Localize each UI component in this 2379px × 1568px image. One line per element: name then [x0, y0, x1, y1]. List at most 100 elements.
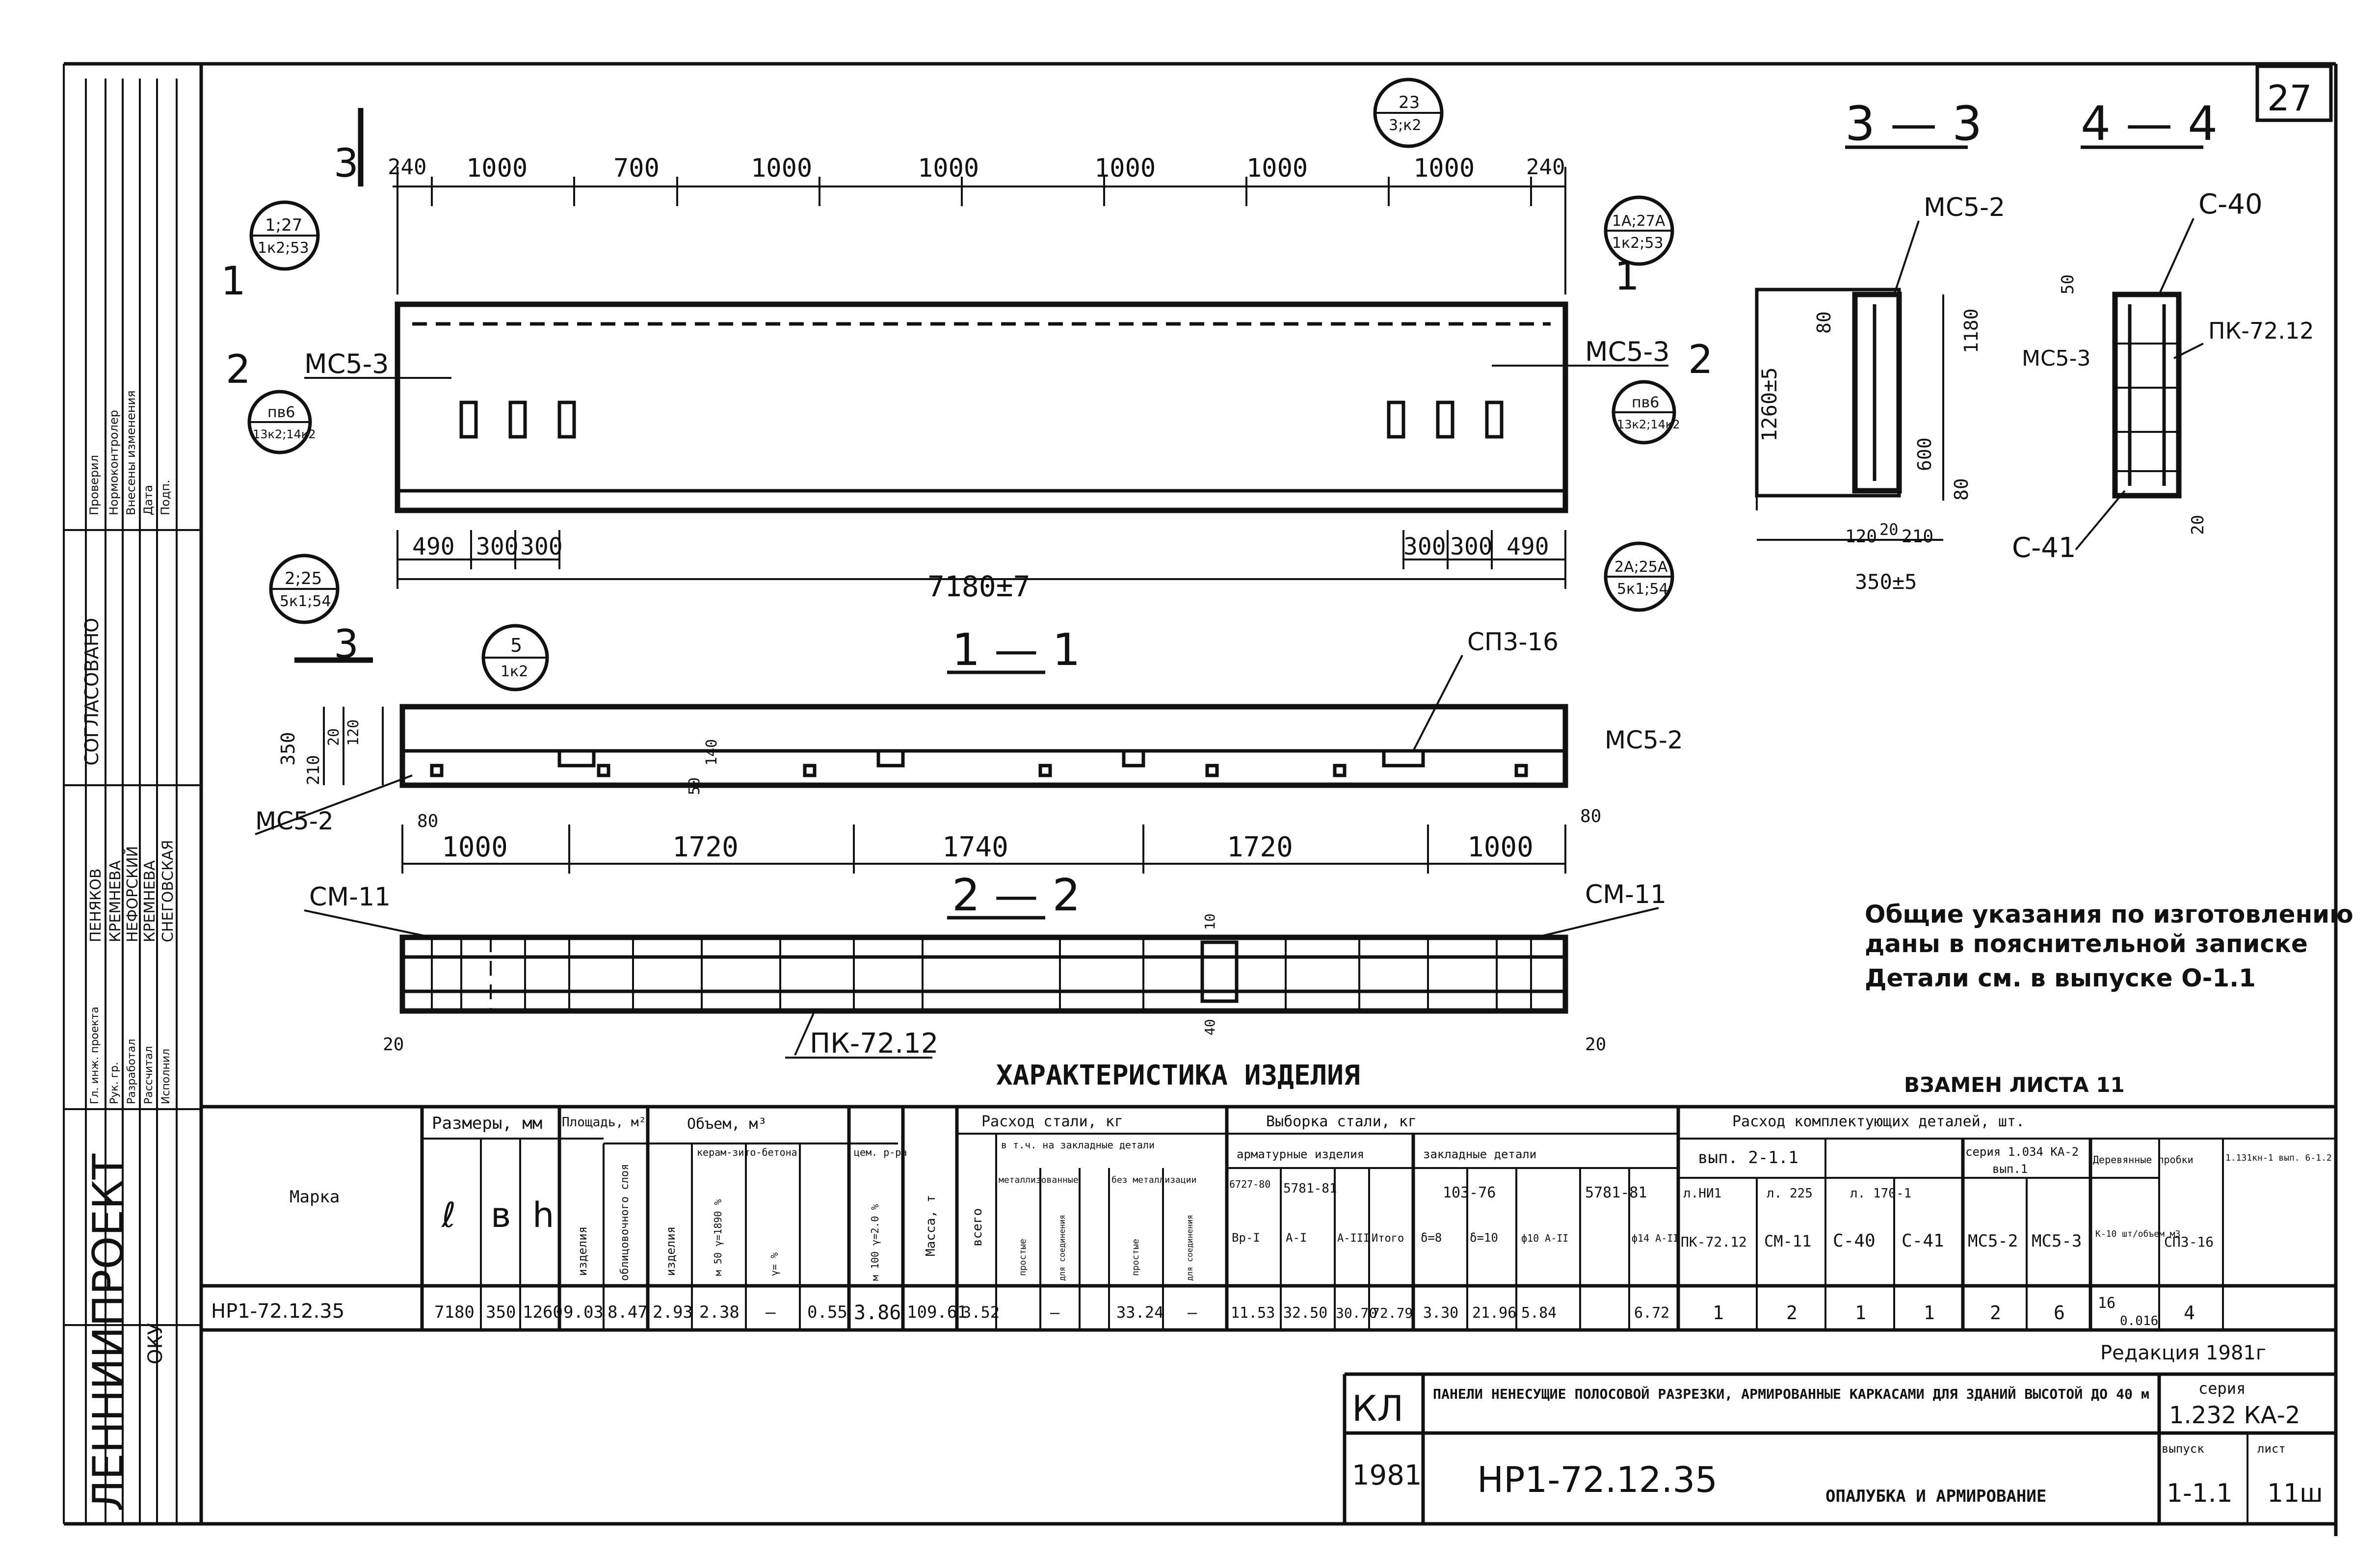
- td-c41: 1: [1924, 1302, 1935, 1324]
- stamp-lrole-0: Гл. инж. проекта: [89, 1007, 101, 1104]
- th-seria-vyp: вып.1: [1992, 1162, 2028, 1176]
- top-dim-1: 1000: [466, 154, 528, 183]
- callout-2-top: 1А;27А: [1612, 213, 1665, 230]
- s22-cm11-left: СМ-11: [309, 882, 391, 912]
- s11-h-210: 210: [304, 755, 323, 785]
- th-aII: А-I: [1286, 1231, 1307, 1245]
- tb-issue: 1-1.1: [2167, 1479, 2233, 1508]
- sheet-frame: [63, 62, 2338, 1536]
- td-h: 1260: [523, 1302, 563, 1322]
- th-g6727: 6727-80: [1229, 1178, 1270, 1190]
- td-a3: 30.70: [1336, 1305, 1377, 1321]
- section-3-3-detail: [1755, 288, 1944, 541]
- tb-sheet-label: лист: [2257, 1442, 2286, 1456]
- top-dim-0: 240: [388, 155, 426, 180]
- th-g5781a: 5781-81: [1283, 1181, 1337, 1196]
- th-s10: δ=10: [1470, 1231, 1498, 1245]
- top-dim-4: 1000: [918, 154, 979, 183]
- s11-mc52-right: МС5-2: [1605, 726, 1683, 754]
- th-steel-simple2: простые: [1131, 1239, 1141, 1276]
- th-vol-m100: м 100 γ=2.0 %: [869, 1204, 881, 1281]
- td-mass: 3.86: [854, 1302, 901, 1324]
- stamp-name-2: НЕФОРСКИЙ: [124, 846, 141, 942]
- s33-d20: 20: [1879, 520, 1899, 539]
- th-vol-m50: м 50 γ=1890 %: [712, 1199, 724, 1276]
- stamp-role-1: Нормоконтролер: [107, 410, 121, 515]
- top-dim-3: 1000: [751, 154, 812, 183]
- s33-d600: 600: [1914, 437, 1935, 471]
- s33-mc52: МС5-2: [1924, 193, 2005, 222]
- s11-dim-80-left: 80: [417, 811, 438, 831]
- stamp-role-2: Внесены изменения: [124, 390, 138, 515]
- td-vol-g: —: [766, 1302, 776, 1322]
- mark-2-right: 2: [1688, 337, 1713, 382]
- s44-d50: 50: [2058, 274, 2078, 294]
- td-a1: 32.50: [1283, 1304, 1327, 1322]
- td-vol-item: 2.93: [653, 1302, 693, 1322]
- top-dim-8: 240: [1526, 155, 1565, 180]
- stamp-lrole-3: Рассчитал: [143, 1046, 155, 1104]
- tb-kl: КЛ: [1352, 1388, 1403, 1429]
- th-sp316: СП3-16: [2164, 1234, 2214, 1250]
- s33-d1260: 1260±5: [1757, 367, 1781, 442]
- stamp-lrole-1: Рук. гр.: [108, 1062, 121, 1104]
- th-vol-item: изделия: [664, 1226, 678, 1276]
- s11-dim-50: 50: [686, 777, 703, 795]
- th-steel-incl: в т.ч. на закладные детали: [1001, 1139, 1155, 1151]
- s44-pk: ПК-72.12: [2208, 318, 2314, 344]
- overall-length: 7180±7: [927, 570, 1031, 603]
- s44-c41: С-41: [2012, 532, 2076, 564]
- s22-pk: ПК-72.12: [810, 1028, 938, 1060]
- th-pk: ПК-72.12: [1681, 1234, 1747, 1250]
- s44-d20: 20: [2188, 515, 2208, 535]
- tb-year: 1981: [1352, 1460, 1422, 1491]
- s11-mc52-left: МС5-2: [255, 807, 334, 835]
- s11-h-20: 20: [325, 728, 343, 746]
- td-pk: 1: [1713, 1302, 1724, 1324]
- s11-h-120: 120: [345, 719, 362, 746]
- s33-d120: 120: [1845, 527, 1877, 547]
- s11-bot-0: 1000: [442, 831, 508, 863]
- s44-c40: С-40: [2198, 188, 2263, 220]
- callouts: 1;27 1к2;53 23 3;к2 1А;27А 1к2;53 пв6 13…: [247, 78, 1680, 691]
- table-header: Марка Размеры, мм ℓ в h Площадь, м² изде…: [290, 1113, 2332, 1281]
- note-2: Детали см. в выпуске О-1.1: [1865, 964, 2256, 992]
- sheet-number: 27: [2267, 78, 2312, 119]
- s22-dim-20-left: 20: [383, 1035, 404, 1055]
- callout-0-bot: 1к2;53: [258, 239, 309, 257]
- callout-5-bot: 5к1;54: [280, 593, 331, 610]
- th-p10: ф10 А-II: [1521, 1232, 1568, 1244]
- callout-4-bot: 13к2;14к2: [1617, 418, 1680, 431]
- stamp-name-3: КРЕМНЕВА: [141, 860, 159, 942]
- th-steel-simple1: простые: [1018, 1239, 1028, 1276]
- tb-issue-label: выпуск: [2162, 1442, 2204, 1456]
- callout-1-bot: 3;к2: [1389, 117, 1421, 134]
- stamp-oku: ОКУ: [144, 1323, 167, 1364]
- s11-bot-2: 1740: [942, 831, 1008, 863]
- section-title-3-3: 3 — 3: [1845, 96, 1982, 151]
- td-vol-m50: 2.38: [699, 1302, 740, 1322]
- td-area-item: 9.03: [563, 1302, 604, 1322]
- th-itogo: Итого: [1372, 1232, 1404, 1245]
- td-steel-simple2: 33.24: [1116, 1303, 1163, 1322]
- th-area-item: изделия: [576, 1226, 589, 1276]
- th-c40: С-40: [1833, 1231, 1876, 1251]
- bot-dim-l1: 300: [476, 533, 519, 560]
- tb-title: ПАНЕЛИ НЕНЕСУЩИЕ ПОЛОСОВОЙ РАЗРЕЗКИ, АРМ…: [1433, 1385, 2149, 1402]
- th-a225: л. 225: [1767, 1186, 1813, 1201]
- title-block: КЛ ПАНЕЛИ НЕНЕСУЩИЕ ПОЛОСОВОЙ РАЗРЕЗКИ, …: [1343, 1372, 2336, 1524]
- mark-1-right: 1: [1614, 253, 1639, 299]
- th-wood: Деревянные пробки: [2093, 1154, 2194, 1166]
- th-steel-nometal: без металлизации: [1111, 1175, 1196, 1185]
- side-stamp: ЛЕННИИПРОЕКТ ОКУ СОГЛАСОВАНО Проверил Но…: [64, 79, 201, 1524]
- th-cm: СМ-11: [1764, 1232, 1811, 1250]
- th-p14: ф14 А-II: [1632, 1232, 1679, 1244]
- td-p14: 6.72: [1634, 1304, 1669, 1322]
- stamp-org: ЛЕННИИПРОЕКТ: [84, 1153, 133, 1512]
- th-h: h: [532, 1195, 554, 1235]
- td-vol-m100: 0.55: [807, 1302, 847, 1322]
- replaces-sheet: ВЗАМЕН ЛИСТА 11: [1904, 1073, 2125, 1097]
- td-c40: 1: [1855, 1302, 1866, 1324]
- th-b: в: [491, 1195, 511, 1235]
- s11-bot-3: 1720: [1227, 831, 1293, 863]
